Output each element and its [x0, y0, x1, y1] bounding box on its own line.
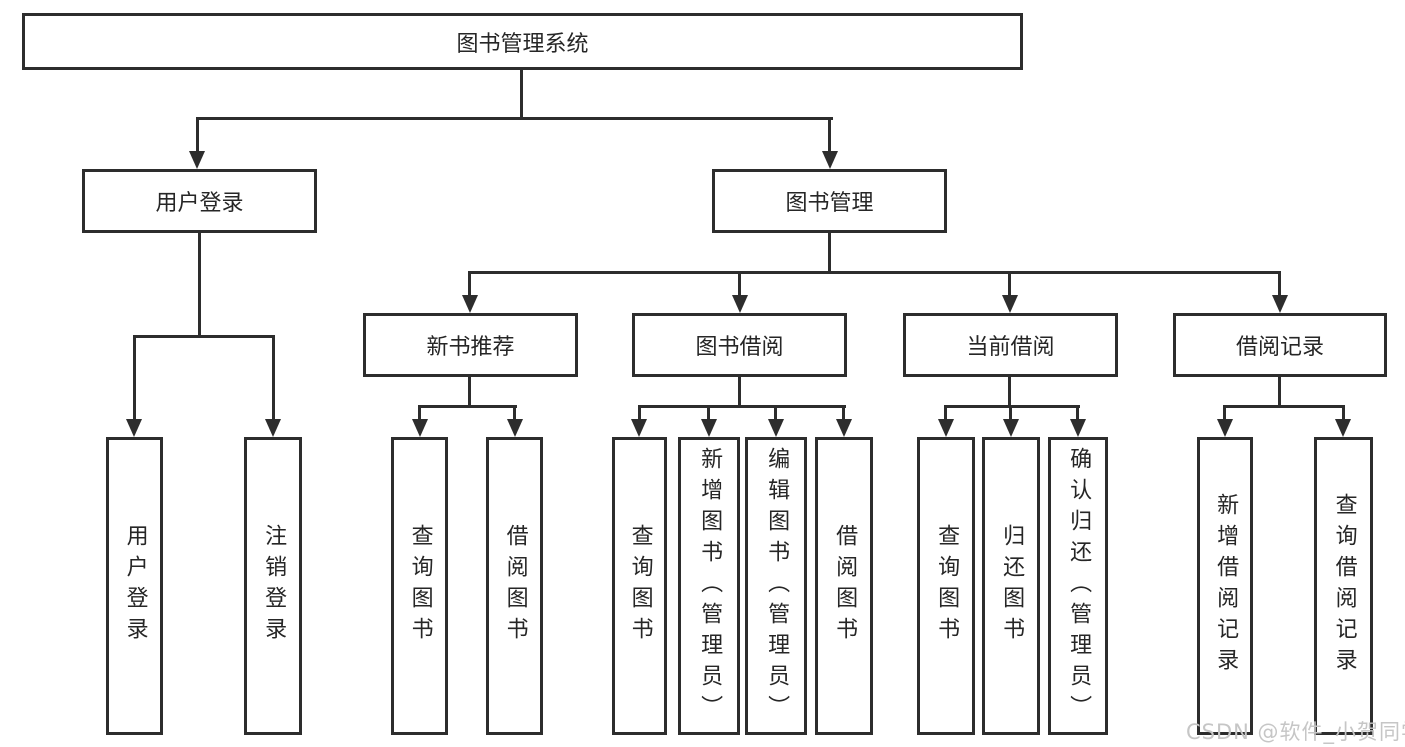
arrowhead-query-books-current	[938, 419, 954, 437]
node-book-borrowing: 图书借阅	[632, 313, 847, 377]
leaf-label: 借阅图书	[832, 524, 858, 648]
arrowhead-new-book-rec	[462, 295, 478, 313]
node-label: 当前借阅	[966, 335, 1055, 360]
arrowhead-leaf-logout	[265, 419, 281, 437]
leaf-borrow-books-borrowing: 借阅图书	[815, 437, 873, 735]
leaf-label: 新增图书（管理员）	[697, 446, 723, 726]
edge-borrow-records-drop	[1278, 377, 1281, 408]
node-user-login: 用户登录	[82, 169, 317, 233]
node-label: 新书推荐	[426, 335, 515, 360]
leaf-add-borrow-record: 新增借阅记录	[1197, 437, 1253, 735]
arrowhead-borrow-books-recommend	[507, 419, 523, 437]
leaf-label: 查询图书	[934, 524, 960, 648]
edge-stem	[1009, 405, 1012, 423]
arrowhead-book-borrow	[732, 295, 748, 313]
leaf-query-books-recommend: 查询图书	[391, 437, 448, 735]
arrowhead-confirm-return-admin	[1070, 419, 1086, 437]
edge-stem	[842, 405, 845, 423]
edge-user-login-drop	[198, 233, 201, 338]
leaf-edit-book-admin: 编辑图书（管理员）	[745, 437, 807, 735]
edge-new-book-rec-drop	[468, 377, 471, 408]
edge-stem-new-book-rec	[468, 271, 471, 299]
edge-stem	[944, 405, 947, 423]
arrowhead-leaf-user-login	[126, 419, 142, 437]
edge-stem	[774, 405, 777, 423]
leaf-label: 用户登录	[122, 524, 148, 648]
leaf-query-books-borrowing: 查询图书	[612, 437, 667, 735]
node-new-book-recommend: 新书推荐	[363, 313, 578, 377]
arrowhead-borrow-records	[1272, 295, 1288, 313]
edge-book-mgmt-hbar	[468, 271, 1281, 274]
leaf-return-book: 归还图书	[982, 437, 1040, 735]
node-library-system-root: 图书管理系统	[22, 13, 1023, 70]
leaf-add-book-admin: 新增图书（管理员）	[678, 437, 740, 735]
leaf-logout: 注销登录	[244, 437, 302, 735]
edge-stem	[513, 405, 516, 423]
leaf-label: 查询图书	[627, 524, 653, 648]
node-label: 图书借阅	[695, 335, 784, 360]
leaf-label: 查询借阅记录	[1331, 493, 1357, 679]
arrowhead-add-book-admin	[701, 419, 717, 437]
node-book-management: 图书管理	[712, 169, 947, 233]
csdn-watermark: CSDN @软件_小贺同学	[1186, 720, 1405, 744]
edge-user-login-hbar	[133, 335, 275, 338]
node-label: 图书管理系统	[456, 31, 589, 57]
leaf-query-books-current: 查询图书	[917, 437, 975, 735]
leaf-label: 借阅图书	[502, 524, 528, 648]
edge-book-mgmt-drop	[828, 233, 831, 274]
arrowhead-query-books-recommend	[412, 419, 428, 437]
edge-root-hbar	[196, 117, 833, 120]
edge-new-book-rec-hbar	[418, 405, 517, 408]
arrowhead-current-borrow	[1002, 295, 1018, 313]
edge-stem	[707, 405, 710, 423]
node-label: 借阅记录	[1235, 335, 1324, 360]
arrowhead-user-login	[189, 151, 205, 169]
arrowhead-return-book	[1003, 419, 1019, 437]
edge-stem-borrow-records	[1278, 271, 1281, 299]
edge-stem	[1076, 405, 1079, 423]
edge-stem	[418, 405, 421, 423]
edge-stem-book-borrow	[738, 271, 741, 299]
leaf-confirm-return-admin: 确认归还（管理员）	[1048, 437, 1108, 735]
edge-stem-leaf-logout	[272, 335, 275, 421]
leaf-label: 确认归还（管理员）	[1066, 446, 1092, 726]
arrowhead-query-books-borrowing	[631, 419, 647, 437]
edge-book-borrow-drop	[738, 377, 741, 408]
arrowhead-add-borrow-record	[1217, 419, 1233, 437]
edge-root-drop	[520, 70, 523, 117]
arrowhead-query-borrow-record	[1335, 419, 1351, 437]
edge-stem-book-mgmt	[828, 117, 831, 155]
edge-current-borrow-drop	[1008, 377, 1011, 408]
leaf-label: 归还图书	[999, 524, 1025, 648]
edge-stem	[1223, 405, 1226, 423]
arrowhead-borrow-books-borrowing	[836, 419, 852, 437]
edge-current-borrow-hbar	[944, 405, 1080, 408]
node-borrowing-records: 借阅记录	[1173, 313, 1387, 377]
node-current-borrowing: 当前借阅	[903, 313, 1118, 377]
node-label: 图书管理	[785, 191, 874, 216]
leaf-label: 注销登录	[261, 524, 287, 648]
edge-borrow-records-hbar	[1223, 405, 1345, 408]
leaf-borrow-books-recommend: 借阅图书	[486, 437, 543, 735]
edge-stem-user-login	[196, 117, 199, 155]
leaf-label: 查询图书	[407, 524, 433, 648]
edge-stem	[638, 405, 641, 423]
edge-stem-leaf-user-login	[133, 335, 136, 421]
leaf-label: 编辑图书（管理员）	[764, 446, 790, 726]
edge-stem-current-borrow	[1008, 271, 1011, 299]
arrowhead-book-mgmt	[822, 151, 838, 169]
edge-book-borrow-hbar	[638, 405, 846, 408]
arrowhead-edit-book-admin	[768, 419, 784, 437]
edge-stem	[1342, 405, 1345, 423]
leaf-user-login: 用户登录	[106, 437, 163, 735]
leaf-label: 新增借阅记录	[1213, 493, 1239, 679]
node-label: 用户登录	[155, 191, 244, 216]
leaf-query-borrow-record: 查询借阅记录	[1314, 437, 1373, 735]
